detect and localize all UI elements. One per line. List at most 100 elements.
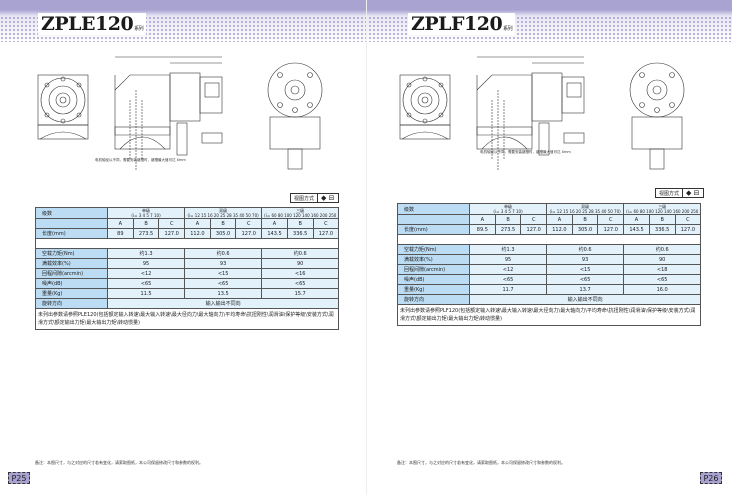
rotation-row: 旋转方向输入输出不同向 bbox=[35, 298, 340, 309]
table-cell: 输入输出不同向 bbox=[468, 294, 702, 305]
table-cell: <16 bbox=[261, 268, 340, 279]
drawing-note: 电机轴径以不同，需要安装键槽时，键槽最大值可达 Xmm bbox=[95, 158, 186, 162]
table-cell: 93 bbox=[546, 254, 625, 265]
table-cell: 重量(Kg) bbox=[35, 288, 108, 299]
table-cell: A bbox=[546, 214, 573, 225]
table-cell: 约0.6 bbox=[546, 244, 625, 255]
technical-drawing bbox=[399, 56, 685, 170]
table-cell: 273.5 bbox=[494, 224, 522, 235]
table-cell: 93 bbox=[184, 258, 263, 269]
table-cell: 视图方式 bbox=[656, 189, 684, 197]
table-cell: 系列 bbox=[134, 26, 144, 32]
table-cell: 旋转方向 bbox=[397, 294, 470, 305]
table-cell: 90 bbox=[261, 258, 340, 269]
table-cell: 约1.3 bbox=[106, 248, 186, 259]
table-cell: C bbox=[520, 214, 548, 225]
table-cell: A bbox=[469, 214, 496, 225]
table-cell: B bbox=[209, 218, 237, 229]
table-cell: A bbox=[107, 218, 134, 229]
table-cell: 13.7 bbox=[546, 284, 625, 295]
table-cell: 三级 bbox=[658, 204, 667, 210]
table-cell: B bbox=[571, 214, 599, 225]
table-cell: 三级 bbox=[296, 208, 305, 214]
table-cell: 89 bbox=[107, 228, 134, 239]
table-cell: 系列 bbox=[503, 26, 513, 32]
table-cell: A bbox=[184, 218, 211, 229]
table-cell: 95 bbox=[468, 254, 548, 265]
table-cell: 336.5 bbox=[286, 228, 314, 239]
front-view bbox=[37, 74, 89, 140]
table-cell: <65 bbox=[261, 278, 340, 289]
table-cell bbox=[34, 238, 340, 249]
table-cell: 约0.6 bbox=[623, 244, 702, 255]
table-cell: 112.0 bbox=[546, 224, 573, 235]
table-cell: (i= 3 4 5 7 10) bbox=[131, 213, 161, 218]
table-cell: 273.5 bbox=[132, 228, 160, 239]
table-cell: B bbox=[648, 214, 676, 225]
table-row: 噪声(dB)<65<65<65 bbox=[397, 274, 702, 285]
table-cell: 95 bbox=[106, 258, 186, 269]
table-cell: 336.5 bbox=[648, 224, 676, 235]
table-cell: C bbox=[235, 218, 263, 229]
table-cell: 305.0 bbox=[571, 224, 599, 235]
table-cell: 约0.6 bbox=[261, 248, 340, 259]
table-cell: B bbox=[286, 218, 314, 229]
rear-view bbox=[267, 62, 323, 170]
table-cell: (i= 60 80 100 120 140 160 200 250 280 35… bbox=[626, 209, 700, 214]
table-cell: 三级(i= 60 80 100 120 140 160 200 250 280 … bbox=[261, 207, 340, 219]
table-cell: 输入输出不同向 bbox=[106, 298, 340, 309]
table-cell: 满载效率(%) bbox=[397, 254, 470, 265]
footer-note: 备注：本图尺寸，与之对应的尺寸若有变化，请索取图纸，本公司保留修改尺寸和参数的权… bbox=[35, 460, 203, 465]
side-view bbox=[114, 56, 223, 170]
table-cell: <15 bbox=[184, 268, 263, 279]
table-cell: 127.0 bbox=[674, 224, 702, 235]
table-cell: 双级(i= 12 15 16 20 25 28 35 40 50 70) bbox=[546, 203, 625, 215]
table-row: 级数 单级(i= 3 4 5 7 10) 双级(i= 12 15 16 20 2… bbox=[397, 203, 702, 215]
table-cell: 级数 bbox=[35, 207, 108, 219]
table-cell: 13.5 bbox=[184, 288, 263, 299]
table-cell: 16.0 bbox=[623, 284, 702, 295]
table-cell: 15.7 bbox=[261, 288, 340, 299]
spec-table: 级数 单级(i= 3 4 5 7 10) 双级(i= 12 15 16 20 2… bbox=[34, 207, 340, 330]
page-divider bbox=[366, 0, 367, 495]
projection-symbol-icon: ◆ ⊟ bbox=[686, 189, 700, 197]
table-cell: <12 bbox=[468, 264, 548, 275]
page-title: ZPLF120系列 bbox=[408, 13, 516, 35]
table-cell: C bbox=[674, 214, 702, 225]
table-cell: 89.5 bbox=[469, 224, 496, 235]
table-cell: 双级(i= 12 15 16 20 25 28 35 40 50 70) bbox=[184, 207, 263, 219]
table-cell: B bbox=[132, 218, 160, 229]
table-row: 未列出参数请参照PLE120(包括额定输入转速\最大输入转速\最大径向力\最大轴… bbox=[34, 308, 340, 330]
table-cell: ZPLF120 bbox=[411, 13, 503, 35]
table-cell: <65 bbox=[623, 274, 702, 285]
table-cell bbox=[35, 218, 108, 229]
table-cell: ZPLE120 bbox=[41, 13, 134, 35]
table-cell: 143.5 bbox=[261, 228, 288, 239]
table-note: 未列出参数请参照PLF120(包括额定输入转速\最大输入转速\最大径向力\最大轴… bbox=[396, 304, 702, 326]
table-cell: 112.0 bbox=[184, 228, 211, 239]
table-row: 级数 单级(i= 3 4 5 7 10) 双级(i= 12 15 16 20 2… bbox=[35, 207, 340, 219]
table-cell: 11.7 bbox=[468, 284, 548, 295]
table-cell: 视图方式 bbox=[291, 194, 319, 202]
spec-table: 级数 单级(i= 3 4 5 7 10) 双级(i= 12 15 16 20 2… bbox=[396, 203, 702, 326]
table-cell: 旋转方向 bbox=[35, 298, 108, 309]
technical-drawing bbox=[37, 56, 323, 170]
table-cell: 127.0 bbox=[312, 228, 340, 239]
table-row bbox=[34, 238, 340, 249]
table-cell: 单级(i= 3 4 5 7 10) bbox=[468, 203, 548, 215]
table-cell: C bbox=[312, 218, 340, 229]
table-cell: 127.0 bbox=[235, 228, 263, 239]
table-cell: C bbox=[158, 218, 186, 229]
rear-view bbox=[629, 62, 685, 170]
side-view bbox=[476, 56, 585, 170]
table-cell: <18 bbox=[623, 264, 702, 275]
table-cell: 回程间隙(arcmin) bbox=[35, 268, 108, 279]
table-cell: 双级 bbox=[219, 208, 228, 214]
